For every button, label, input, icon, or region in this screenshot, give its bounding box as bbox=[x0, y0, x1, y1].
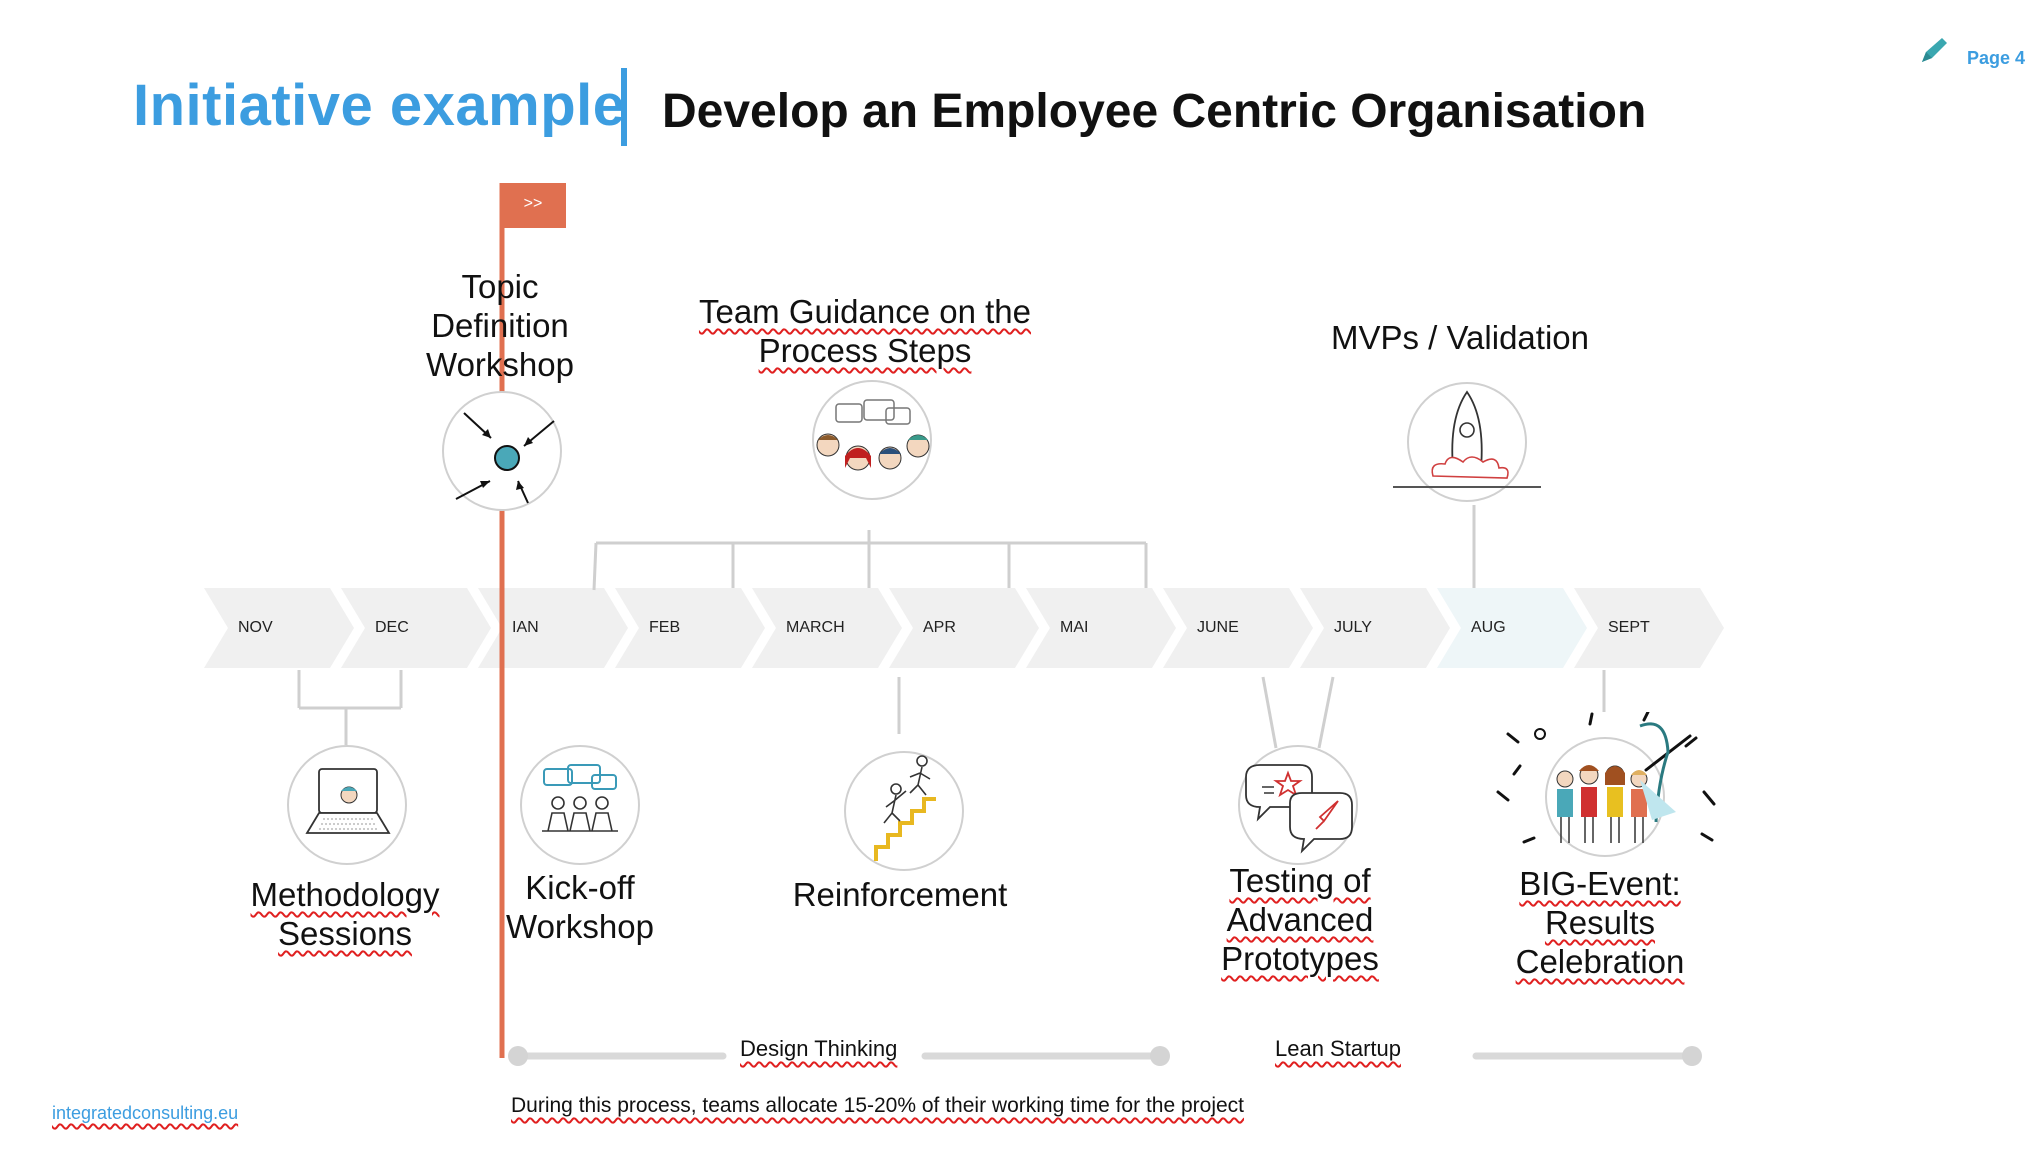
label-mvps: MVPs / Validation bbox=[1330, 319, 1589, 356]
month-chevrons bbox=[204, 588, 1724, 668]
topic-workshop-icon bbox=[442, 391, 562, 511]
slide-title: Initiative example bbox=[133, 73, 626, 138]
month-label-march: MARCH bbox=[786, 619, 845, 636]
current-time-marker bbox=[499, 183, 566, 1058]
month-label-july: JULY bbox=[1334, 619, 1372, 636]
phase-lean-startup: Lean Startup bbox=[1275, 1036, 1401, 1061]
month-chevron-march bbox=[752, 588, 902, 668]
mvp-rocket-icon bbox=[1407, 382, 1527, 502]
month-chevron-mai bbox=[1026, 588, 1176, 668]
slide-subtitle: Develop an Employee Centric Organisation bbox=[662, 85, 1647, 138]
label-team-guidance: Team Guidance on the Process Steps bbox=[698, 293, 1032, 369]
month-chevron-aug bbox=[1437, 588, 1587, 668]
label-kickoff: Kick-off Workshop bbox=[506, 869, 654, 945]
rocket-ground-line bbox=[1393, 486, 1541, 488]
month-chevron-july bbox=[1300, 588, 1450, 668]
month-label-feb: FEB bbox=[649, 619, 681, 636]
month-chevron-nov bbox=[204, 588, 354, 668]
label-testing: Testing of Advanced Prototypes bbox=[1221, 862, 1379, 977]
testing-prototypes-icon bbox=[1238, 745, 1358, 865]
footer-note: During this process, teams allocate 15-2… bbox=[511, 1094, 1245, 1117]
month-chevron-june bbox=[1163, 588, 1313, 668]
month-chevron-apr bbox=[889, 588, 1039, 668]
kickoff-icon bbox=[520, 745, 640, 865]
label-methodology: Methodology Sessions bbox=[250, 876, 440, 952]
month-label-apr: APR bbox=[923, 619, 956, 636]
month-chevron-feb bbox=[615, 588, 765, 668]
month-label-ian: IAN bbox=[512, 619, 539, 636]
month-label-aug: AUG bbox=[1471, 619, 1506, 636]
website-link[interactable]: integratedconsulting.eu bbox=[52, 1103, 239, 1123]
page-number: Page 4 bbox=[1967, 48, 2026, 68]
month-chevron-ian bbox=[478, 588, 628, 668]
phase-bars bbox=[508, 1046, 1702, 1066]
month-label-sept: SEPT bbox=[1608, 619, 1650, 636]
month-label-mai: MAI bbox=[1060, 619, 1089, 636]
month-chevron-sept bbox=[1574, 588, 1724, 668]
title-divider bbox=[621, 68, 627, 146]
marker-flag[interactable]: >> bbox=[523, 195, 543, 212]
reinforcement-stairs-icon bbox=[844, 751, 964, 871]
month-label-dec: DEC bbox=[375, 619, 409, 636]
month-chevron-dec bbox=[341, 588, 491, 668]
month-label-june: JUNE bbox=[1197, 619, 1239, 636]
team-guidance-icon bbox=[812, 380, 932, 500]
label-topic-definition: Topic Definition Workshop bbox=[426, 268, 574, 383]
month-label-nov: NOV bbox=[238, 619, 273, 636]
methodology-laptop-icon bbox=[287, 745, 407, 865]
label-big-event: BIG-Event: Results Celebration bbox=[1515, 865, 1685, 980]
big-event-celebration-icon bbox=[1545, 737, 1665, 857]
guidance-connectors bbox=[297, 505, 1606, 749]
label-reinforcement: Reinforcement bbox=[792, 876, 1008, 913]
phase-design-thinking: Design Thinking bbox=[740, 1036, 898, 1061]
pencil-icon[interactable] bbox=[1916, 34, 1950, 68]
celebration-confetti bbox=[1496, 712, 1716, 844]
